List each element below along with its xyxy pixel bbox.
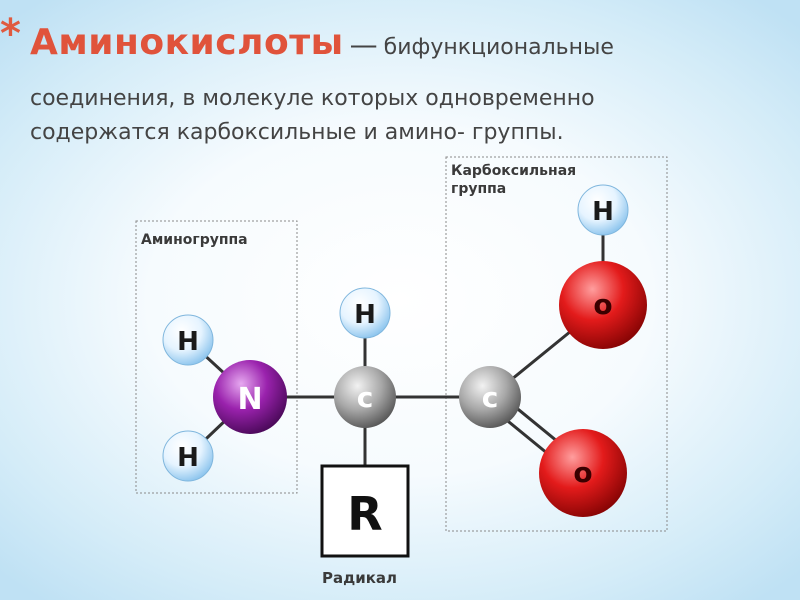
carboxyl-group-label-line1: Карбоксильная [451, 163, 576, 179]
amino-group-label: Аминогруппа [141, 232, 248, 248]
bonds [186, 208, 605, 478]
atom-oxygen-hydroxyl-label: o [593, 288, 612, 321]
atom-nitrogen-label: N [237, 382, 262, 417]
atom-h-alpha: H [339, 287, 391, 339]
atom-carbon-alpha: c [334, 366, 396, 428]
atom-h-amino-top: H [162, 314, 214, 366]
radical-label: Радикал [322, 569, 397, 587]
atom-h-alpha-label: H [354, 300, 376, 330]
radical-box [320, 464, 410, 558]
atom-h-amino-bottom-label: H [177, 443, 199, 473]
carboxyl-group-frame [445, 156, 668, 532]
atom-nitrogen: N [213, 360, 287, 434]
atom-oxygen-carbonyl: o [539, 429, 627, 517]
atom-oxygen-carbonyl-label: o [573, 456, 592, 489]
carboxyl-group-label-line2: группа [451, 181, 506, 197]
atom-h-hydroxyl-label: H [592, 197, 614, 227]
atom-oxygen-hydroxyl: o [559, 261, 647, 349]
radical-symbol: R [347, 487, 382, 541]
atom-carbon-carboxyl: c [459, 366, 521, 428]
atom-carbon-alpha-label: c [357, 381, 374, 414]
atom-h-amino-top-label: H [177, 327, 199, 357]
term-title: Аминокислоты [30, 22, 344, 63]
definition-line-2: соединения, в молекуле которых одновреме… [30, 86, 595, 111]
bullet-asterisk: * [0, 11, 21, 57]
atom-h-hydroxyl: H [577, 184, 629, 236]
atom-h-amino-bottom: H [162, 430, 214, 482]
amino-group-frame [135, 220, 298, 494]
em-dash: — [349, 28, 378, 61]
title-line: Аминокислоты—бифункциональные [30, 22, 614, 63]
definition-line-1: бифункциональные [383, 35, 614, 60]
atom-carbon-carboxyl-label: c [482, 381, 499, 414]
definition-line-3: содержатся карбоксильные и амино- группы… [30, 120, 564, 145]
